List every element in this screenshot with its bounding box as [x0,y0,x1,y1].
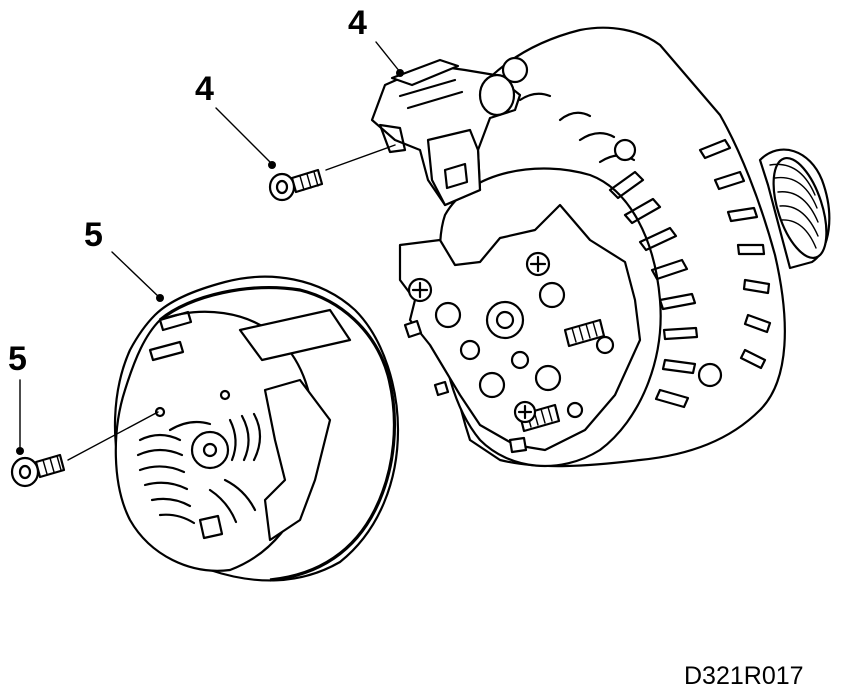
callout-label: 4 [195,70,214,108]
mount-lug-top [613,138,637,162]
cover-screw [10,453,66,488]
rectifier-plate [398,203,642,454]
threaded-stud-2 [513,400,561,433]
threaded-stud-1 [563,318,606,348]
cover-slot-1 [148,340,185,362]
callout-label: 5 [8,340,27,378]
rear-cover [113,275,400,582]
regulator-screw [268,168,324,202]
regulator-connector [370,58,522,207]
terminal-screw-1 [407,277,433,303]
drawing-reference-code: D321R017 [684,662,804,690]
callout-label: 4 [348,4,367,42]
pulley [758,148,831,270]
cover-slot-2 [158,310,193,332]
mount-lug-upper [501,56,529,84]
mount-lug-bottom [697,362,723,388]
assembly-centerlines [67,144,396,461]
cover-vent-fins [136,412,262,525]
callout-label: 5 [84,216,103,254]
alternator-assembly [398,26,831,468]
leader-lines [16,41,404,455]
terminal-screw-2 [525,251,551,277]
